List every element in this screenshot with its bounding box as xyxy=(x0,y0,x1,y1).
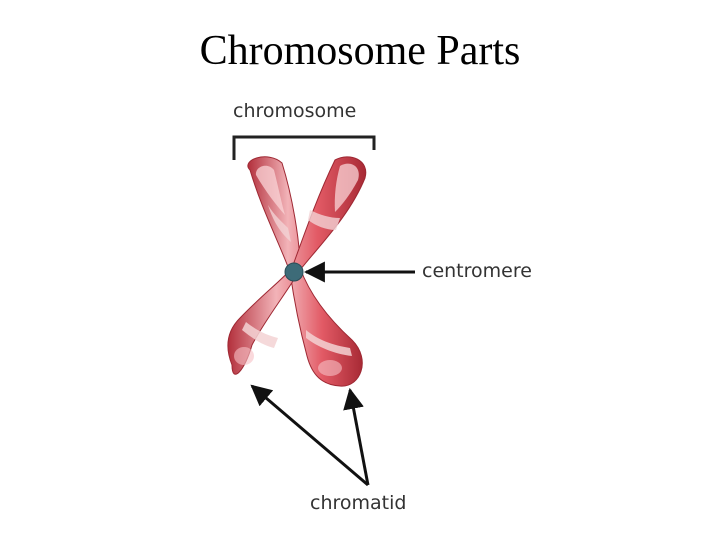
chromosome-bracket xyxy=(232,135,376,160)
centromere-dot xyxy=(284,262,304,282)
chromatid-arrow-right xyxy=(343,387,370,486)
slide-title: Chromosome Parts xyxy=(199,28,521,74)
chromatid-label: chromatid xyxy=(310,492,406,514)
centromere-label: centromere xyxy=(422,260,532,282)
chromatid-arrow-left xyxy=(250,384,369,487)
chromosome-label: chromosome xyxy=(233,100,356,122)
